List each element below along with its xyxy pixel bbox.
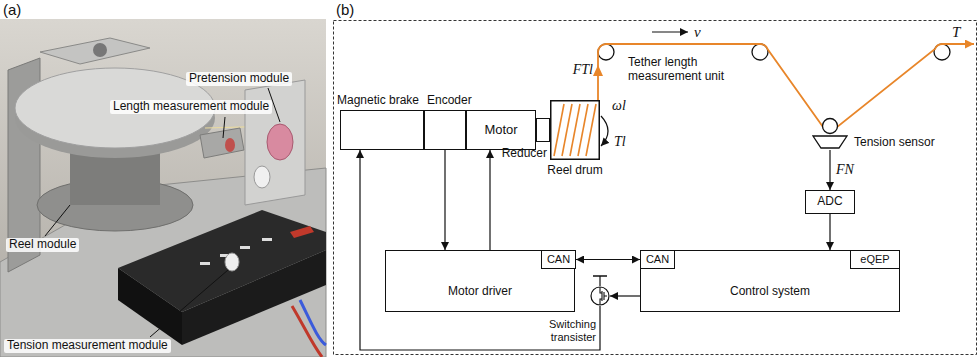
node-label: Encoder <box>427 94 472 108</box>
transistor-case <box>591 287 609 305</box>
node-label: CAN <box>646 253 669 266</box>
can-port: CAN <box>541 250 576 269</box>
panel-border <box>334 21 977 355</box>
rotation-arrow <box>601 116 608 146</box>
supply-wire <box>599 276 600 286</box>
driver-badge <box>290 226 314 238</box>
control-system-box: Control system CAN eQEP <box>640 250 900 312</box>
tension-sensor-outline <box>810 118 850 150</box>
encoder-box: Encoder <box>424 110 466 150</box>
force-symbol: FTl <box>573 62 593 78</box>
switching-transistor-outline <box>590 286 610 306</box>
speed-symbol: ωl <box>612 98 626 114</box>
tension-symbol: T <box>952 24 960 41</box>
length-wheel <box>225 138 235 152</box>
signal-connector <box>829 150 830 190</box>
reducer-box: Reducer <box>536 118 550 142</box>
tension-wheel <box>225 253 239 271</box>
unit-label: Tether length measurement unit <box>628 56 746 84</box>
part-label: Length measurement module <box>110 100 272 114</box>
tether <box>598 44 974 131</box>
signal-connector <box>610 295 640 296</box>
panel-label: (b) <box>336 1 354 18</box>
driver-front <box>118 268 182 345</box>
brake-box: Magnetic brake <box>340 110 424 150</box>
drum-winding <box>586 104 596 156</box>
driver-terminal <box>262 238 272 241</box>
part-label: Reel module <box>6 238 79 252</box>
can-port: CAN <box>640 250 675 269</box>
signal-connector <box>489 150 490 250</box>
drum-winding <box>570 104 580 156</box>
leader-line <box>150 270 228 337</box>
part-label: Tension measurement module <box>4 339 171 353</box>
drum-winding <box>562 104 572 156</box>
signal-connector <box>360 150 600 350</box>
drum-winding <box>578 104 588 156</box>
node-label: Reel drum <box>547 164 602 178</box>
tension-sensor: Tension sensor <box>810 118 850 150</box>
photo-background <box>0 19 326 357</box>
panel-label: (a) <box>3 1 21 18</box>
transistor-symbol <box>600 287 607 305</box>
sensor-pulley <box>823 119 838 134</box>
node-label: Control system <box>730 285 810 299</box>
signal-connector <box>444 150 445 250</box>
node-label: CAN <box>547 253 570 266</box>
switching-transistor: Switching transister <box>590 286 610 306</box>
guide-wheel <box>254 166 270 188</box>
motor-box: Motor <box>466 110 536 150</box>
length-module <box>200 128 244 158</box>
node-label: Motor <box>484 123 517 138</box>
signal-connector <box>576 259 640 260</box>
reel-drum: Reel drum <box>550 100 600 160</box>
node-label: Reducer <box>502 147 547 161</box>
force-arrow <box>593 65 603 76</box>
reel-hub <box>93 43 107 57</box>
drum-body <box>551 101 600 160</box>
node-label: Magnetic brake <box>337 94 419 108</box>
node-label: eQEP <box>860 253 889 266</box>
velocity-arrow <box>652 31 688 32</box>
torque-symbol: Tl <box>614 134 626 150</box>
leader-line <box>45 205 70 236</box>
driver-terminal <box>240 246 250 249</box>
supply-bar <box>593 275 607 277</box>
node-label: Motor driver <box>448 285 512 299</box>
part-label: Pretension module <box>186 72 292 86</box>
eqep-port: eQEP <box>850 250 900 269</box>
node-label: ADC <box>817 195 842 209</box>
signal-label: FN <box>836 162 854 178</box>
pretension-wheel <box>267 124 293 160</box>
sensor-body <box>813 136 847 148</box>
node-label: Switching transister <box>538 318 596 343</box>
adc-box: ADC <box>805 190 855 214</box>
reel-drum-outline <box>550 100 600 160</box>
cable <box>292 306 322 357</box>
node-label: Tension sensor <box>854 136 935 150</box>
velocity-symbol: v <box>694 24 701 41</box>
signal-connector <box>829 214 830 250</box>
cable <box>300 300 326 345</box>
driver-terminal <box>200 262 210 265</box>
motor-driver-box: Motor driver CAN <box>385 250 575 312</box>
pretension-plate <box>245 80 305 205</box>
drum-winding <box>554 104 564 156</box>
leader-line <box>223 117 225 138</box>
reel-mount <box>40 38 150 64</box>
